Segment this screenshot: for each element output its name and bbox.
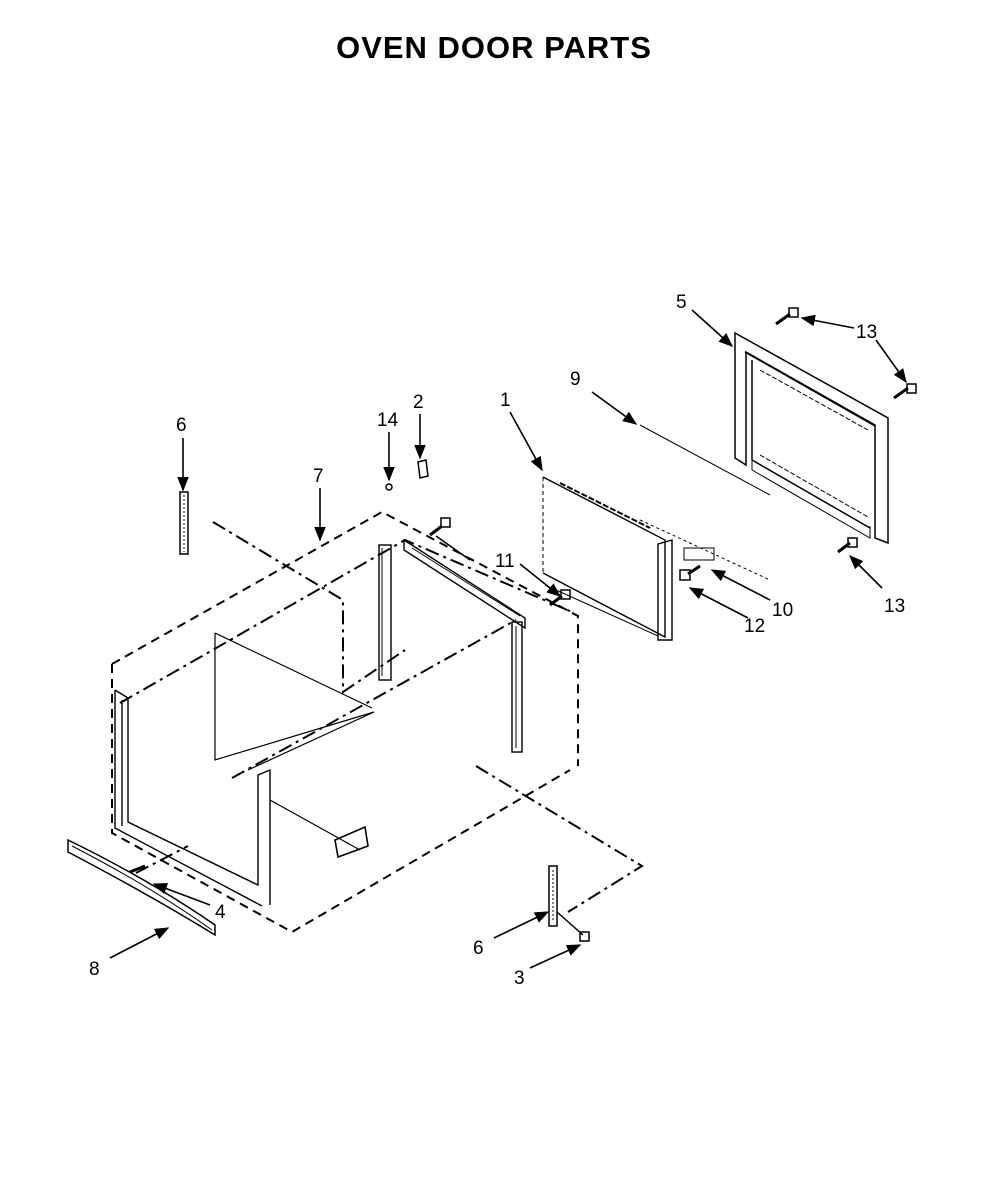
callout-4: 4 bbox=[215, 902, 226, 923]
outer-door-glass bbox=[639, 424, 771, 581]
callout-7: 7 bbox=[313, 466, 324, 487]
callout-labels: 6 14 2 7 1 9 5 13 13 11 10 12 4 8 6 3 bbox=[89, 292, 905, 989]
callout-2: 2 bbox=[413, 392, 424, 413]
callout-10: 10 bbox=[772, 600, 793, 621]
door-handle bbox=[67, 838, 216, 937]
callout-14: 14 bbox=[377, 410, 399, 431]
inner-door-glass bbox=[214, 632, 375, 859]
callout-5: 5 bbox=[676, 292, 687, 313]
leader-lines bbox=[109, 309, 907, 969]
outer-door-frame bbox=[734, 331, 889, 545]
callout-9: 9 bbox=[570, 369, 581, 390]
callout-13-top: 13 bbox=[856, 322, 877, 343]
callout-3: 3 bbox=[514, 968, 525, 989]
hinge-left bbox=[179, 491, 189, 555]
callout-8: 8 bbox=[89, 959, 100, 980]
door-panel-inner bbox=[542, 476, 673, 641]
door-liner-frame bbox=[114, 538, 526, 907]
callout-11: 11 bbox=[495, 551, 515, 572]
page-title: OVEN DOOR PARTS bbox=[336, 30, 652, 65]
screws bbox=[129, 307, 917, 942]
callout-6-left: 6 bbox=[176, 415, 187, 436]
callout-6-right: 6 bbox=[473, 938, 484, 959]
callout-1: 1 bbox=[500, 390, 511, 411]
callout-12: 12 bbox=[744, 616, 765, 637]
callout-13-bottom: 13 bbox=[884, 596, 905, 617]
hinge-right bbox=[548, 865, 584, 936]
